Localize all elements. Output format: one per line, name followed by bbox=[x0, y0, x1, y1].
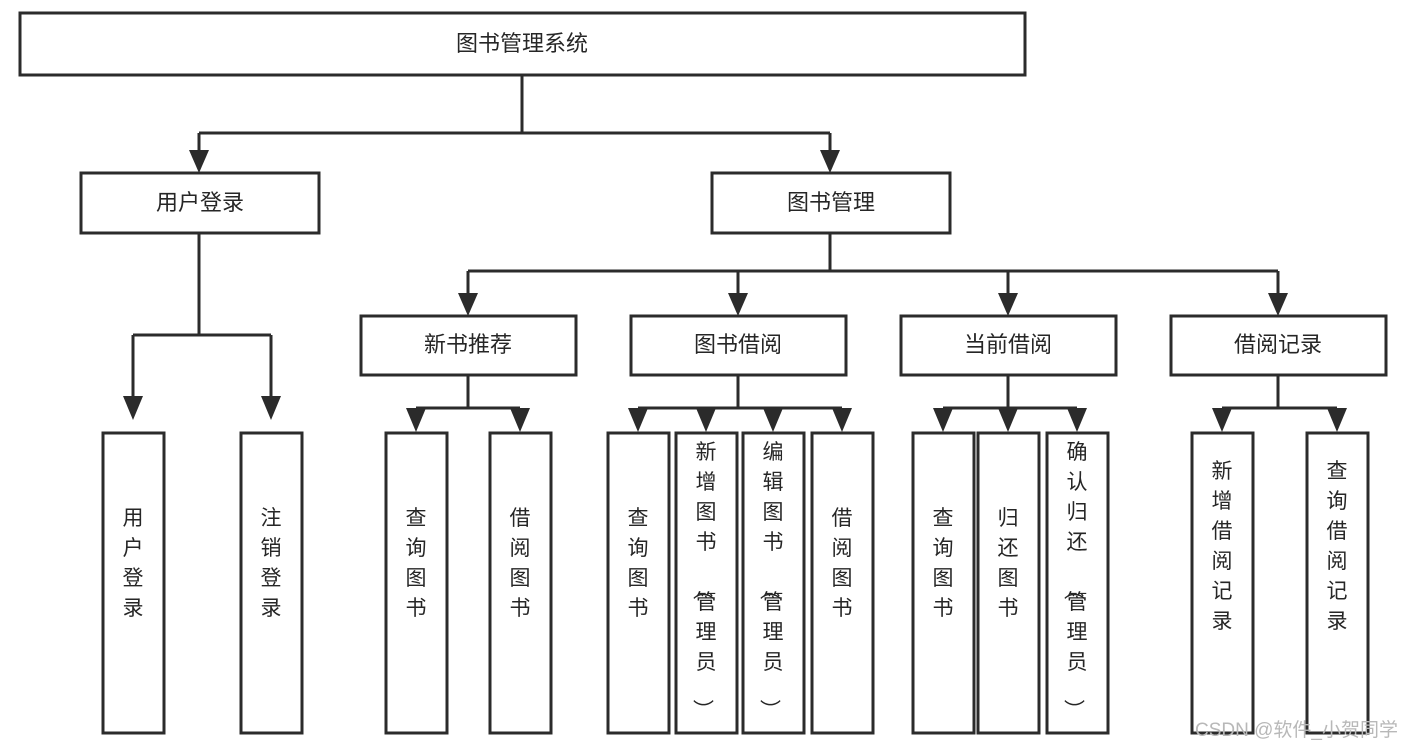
leaf-add-record-label: 新增借阅记录 bbox=[1212, 460, 1233, 633]
arrowhead-leaf-borrow-book-2 bbox=[832, 408, 852, 432]
node-borrow-record-box[interactable] bbox=[1169, 314, 1388, 377]
leaf-borrow-book-2[interactable]: 借阅图书 bbox=[810, 431, 875, 735]
leaf-borrow-book-1-box[interactable] bbox=[488, 431, 553, 735]
arrowhead-borrow-record bbox=[1268, 293, 1288, 316]
leaf-query-book-1[interactable]: 查询图书 bbox=[384, 431, 449, 735]
arrowhead-book-borrow bbox=[728, 293, 748, 316]
leaf-borrow-book-2-box[interactable] bbox=[810, 431, 875, 735]
leaf-user-login-label: 用户登录 bbox=[123, 507, 144, 620]
leaf-confirm-return[interactable]: 确认归还（管理员） bbox=[1045, 431, 1110, 735]
leaf-query-book-1-box[interactable] bbox=[384, 431, 449, 735]
arrowhead-leaf-confirm-return bbox=[1067, 408, 1087, 432]
leaf-return-book-box[interactable] bbox=[976, 431, 1041, 735]
node-book-manage[interactable]: 图书管理 bbox=[710, 171, 952, 235]
leaf-query-book-2-box[interactable] bbox=[606, 431, 671, 735]
arrowhead-leaf-edit-book bbox=[763, 408, 783, 432]
node-new-book-rec-label: 新书推荐 bbox=[424, 332, 512, 357]
leaf-query-record-label: 查询借阅记录 bbox=[1327, 460, 1348, 633]
leaf-user-login[interactable]: 用户登录 bbox=[101, 431, 166, 735]
leaf-user-login-box[interactable] bbox=[101, 431, 166, 735]
arrowhead-leaf-query-book-1 bbox=[406, 408, 426, 432]
arrowhead-leaf-query-book-2 bbox=[628, 408, 648, 432]
leaf-return-book-label: 归还图书 bbox=[998, 507, 1019, 620]
leaf-confirm-return-box[interactable] bbox=[1045, 431, 1110, 735]
leaf-confirm-return-label: 确认归还（管理员） bbox=[1062, 441, 1088, 720]
arrowhead-leaf-borrow-book-1 bbox=[510, 408, 530, 432]
leaf-query-book-3-box[interactable] bbox=[911, 431, 976, 735]
leaf-edit-book-box[interactable] bbox=[741, 431, 806, 735]
arrowhead-book-manage bbox=[820, 150, 840, 173]
leaf-query-record-box[interactable] bbox=[1305, 431, 1370, 735]
node-book-borrow[interactable]: 图书借阅 bbox=[629, 314, 848, 377]
csdn-watermark: CSDN @软件_小贺同学 bbox=[1195, 719, 1398, 741]
leaf-user-logout[interactable]: 注销登录 bbox=[239, 431, 304, 735]
leaf-edit-book[interactable]: 编辑图书（管理员） bbox=[741, 431, 806, 735]
leaf-edit-book-label: 编辑图书（管理员） bbox=[758, 441, 784, 720]
leaf-add-book-box[interactable] bbox=[674, 431, 739, 735]
leaf-borrow-book-1[interactable]: 借阅图书 bbox=[488, 431, 553, 735]
node-root[interactable]: 图书管理系统 bbox=[18, 11, 1027, 77]
node-book-borrow-label: 图书借阅 bbox=[694, 332, 782, 357]
node-root-label: 图书管理系统 bbox=[456, 31, 588, 56]
leaf-query-book-2[interactable]: 查询图书 bbox=[606, 431, 671, 735]
leaf-query-record[interactable]: 查询借阅记录 bbox=[1305, 431, 1370, 735]
leaf-add-book[interactable]: 新增图书（管理员） bbox=[674, 431, 739, 735]
leaf-return-book[interactable]: 归还图书 bbox=[976, 431, 1041, 735]
node-new-book-rec[interactable]: 新书推荐 bbox=[359, 314, 578, 377]
node-borrow-record[interactable]: 借阅记录 bbox=[1169, 314, 1388, 377]
node-borrow-record-label: 借阅记录 bbox=[1234, 332, 1322, 357]
arrowhead-leaf-query-record bbox=[1327, 408, 1347, 432]
node-book-borrow-box[interactable] bbox=[629, 314, 848, 377]
arrowhead-new-book-rec bbox=[458, 293, 478, 316]
node-new-book-rec-box[interactable] bbox=[359, 314, 578, 377]
arrowhead-leaf-add-record bbox=[1212, 408, 1232, 432]
leaf-query-book-3[interactable]: 查询图书 bbox=[911, 431, 976, 735]
leaf-add-record-box[interactable] bbox=[1190, 431, 1255, 735]
connector-layer bbox=[123, 76, 1347, 432]
leaf-query-book-1-label: 查询图书 bbox=[406, 507, 427, 620]
node-book-manage-label: 图书管理 bbox=[787, 190, 875, 215]
leaf-user-logout-label: 注销登录 bbox=[261, 507, 282, 620]
leaf-borrow-book-1-label: 借阅图书 bbox=[510, 507, 531, 620]
leaf-borrow-book-2-label: 借阅图书 bbox=[832, 507, 853, 620]
node-root-box[interactable] bbox=[18, 11, 1027, 77]
arrowhead-leaf-return-book bbox=[998, 408, 1018, 432]
arrowhead-user-login bbox=[189, 150, 209, 173]
node-user-login-box[interactable] bbox=[79, 171, 321, 235]
node-user-login-label: 用户登录 bbox=[156, 190, 244, 215]
leaf-add-record[interactable]: 新增借阅记录 bbox=[1190, 431, 1255, 735]
leaf-add-book-label: 新增图书（管理员） bbox=[691, 441, 717, 720]
node-current-borrow-label: 当前借阅 bbox=[964, 332, 1052, 357]
arrowhead-leaf-add-book bbox=[696, 408, 716, 432]
node-current-borrow-box[interactable] bbox=[899, 314, 1118, 377]
node-current-borrow[interactable]: 当前借阅 bbox=[899, 314, 1118, 377]
leaf-query-book-2-label: 查询图书 bbox=[628, 507, 649, 620]
leaf-query-book-3-label: 查询图书 bbox=[933, 507, 954, 620]
arrowhead-leaf-query-book-3 bbox=[933, 408, 953, 432]
node-user-login[interactable]: 用户登录 bbox=[79, 171, 321, 235]
arrowhead-current-borrow bbox=[998, 293, 1018, 316]
leaf-user-logout-box[interactable] bbox=[239, 431, 304, 735]
arrowhead-leaf-user-logout bbox=[261, 396, 281, 420]
arrowhead-leaf-user-login bbox=[123, 396, 143, 420]
node-book-manage-box[interactable] bbox=[710, 171, 952, 235]
